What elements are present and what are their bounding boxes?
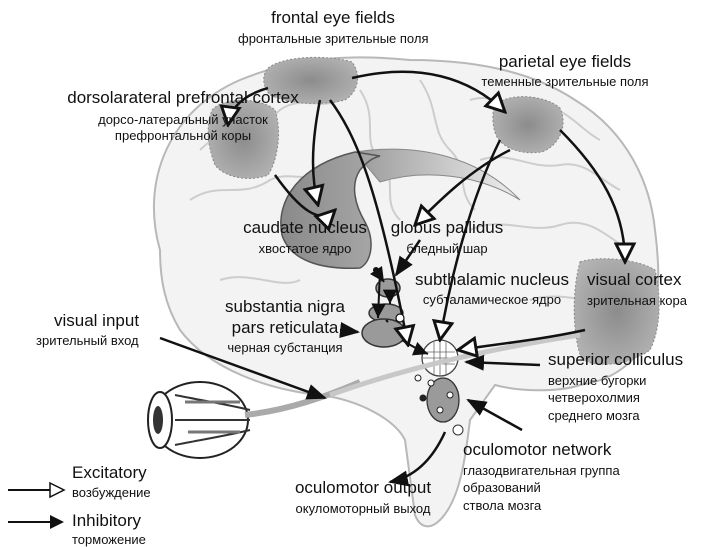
label-oculomotor-output: oculomotor output окуломоторный выход	[268, 478, 458, 516]
label-oculomotor-network: oculomotor network глазодвигательная гру…	[463, 440, 620, 514]
label-subthalamic-nucleus: subthalamic nucleus субталамическое ядро	[402, 270, 582, 307]
visual-cortex-ru: зрительная кора	[587, 294, 687, 309]
superior-colliculus-ru-line1: верхние бугорки	[548, 374, 683, 389]
dlpfc-ru-line1: дорсо-латеральный участок	[48, 113, 318, 128]
parietal-eye-fields-en: parietal eye fields	[465, 52, 665, 72]
label-visual-cortex: visual cortex зрительная кора	[587, 270, 687, 308]
label-parietal-eye-fields: parietal eye fields теменные зрительные …	[465, 52, 665, 89]
substantia-nigra-ru: черная субстанция	[210, 341, 360, 356]
label-dlpfc: dorsolarateral prefrontal cortex дорсо-л…	[48, 88, 318, 144]
dlpfc-ru-line2: префронтальной коры	[48, 129, 318, 144]
substantia-nigra-en-line2: pars reticulata	[210, 318, 360, 338]
label-visual-input: visual input зрительный вход	[36, 311, 139, 348]
parietal-eye-fields-ru: теменные зрительные поля	[465, 75, 665, 90]
legend-inhibitory: Inhibitory торможение	[72, 511, 146, 547]
oculomotor-output-en: oculomotor output	[268, 478, 458, 498]
globus-pallidus-en: globus pallidus	[382, 218, 512, 238]
label-caudate-nucleus: caudate nucleus хвостатое ядро	[230, 218, 380, 256]
label-globus-pallidus: globus pallidus бледный шар	[382, 218, 512, 256]
superior-colliculus-ru-line2: четверохолмия	[548, 391, 683, 406]
legend-inhibitory-en: Inhibitory	[72, 511, 146, 531]
superior-colliculus-en: superior colliculus	[548, 350, 683, 370]
legend-excitatory: Excitatory возбуждение	[72, 463, 151, 500]
caudate-en: caudate nucleus	[230, 218, 380, 238]
oculomotor-network-ru-line2: образований	[463, 481, 620, 496]
globus-pallidus-ru: бледный шар	[382, 242, 512, 257]
legend-inhibitory-symbol	[8, 515, 64, 529]
superior-colliculus-ru-line3: среднего мозга	[548, 409, 683, 424]
substantia-nigra-shape	[362, 319, 406, 347]
visual-cortex-en: visual cortex	[587, 270, 687, 290]
oculomotor-network-ru-line1: глазодвигательная группа	[463, 464, 620, 479]
frontal-eye-fields-en: frontal eye fields	[238, 8, 428, 28]
subthalamic-en: subthalamic nucleus	[402, 270, 582, 290]
label-frontal-eye-fields: frontal eye fields фронтальные зрительны…	[238, 8, 428, 46]
substantia-nigra-en-line1: substantia nigra	[210, 297, 360, 317]
oculomotor-network-ru-line3: ствола мозга	[463, 499, 620, 514]
visual-input-en: visual input	[36, 311, 139, 331]
eye-illustration	[148, 382, 360, 458]
oculomotor-network-en: oculomotor network	[463, 440, 620, 460]
legend-excitatory-symbol	[8, 483, 64, 497]
oculomotor-output-ru: окуломоторный выход	[268, 502, 458, 517]
dlpfc-en: dorsolarateral prefrontal cortex	[48, 88, 318, 108]
legend-excitatory-ru: возбуждение	[72, 486, 151, 501]
visual-input-ru: зрительный вход	[36, 334, 139, 349]
caudate-ru: хвостатое ядро	[230, 242, 380, 257]
subthalamic-ru: субталамическое ядро	[402, 293, 582, 308]
legend-excitatory-en: Excitatory	[72, 463, 151, 483]
frontal-eye-fields-ru: фронтальные зрительные поля	[238, 32, 428, 47]
label-superior-colliculus: superior colliculus верхние бугорки четв…	[548, 350, 683, 424]
label-substantia-nigra: substantia nigra pars reticulata черная …	[210, 297, 360, 356]
